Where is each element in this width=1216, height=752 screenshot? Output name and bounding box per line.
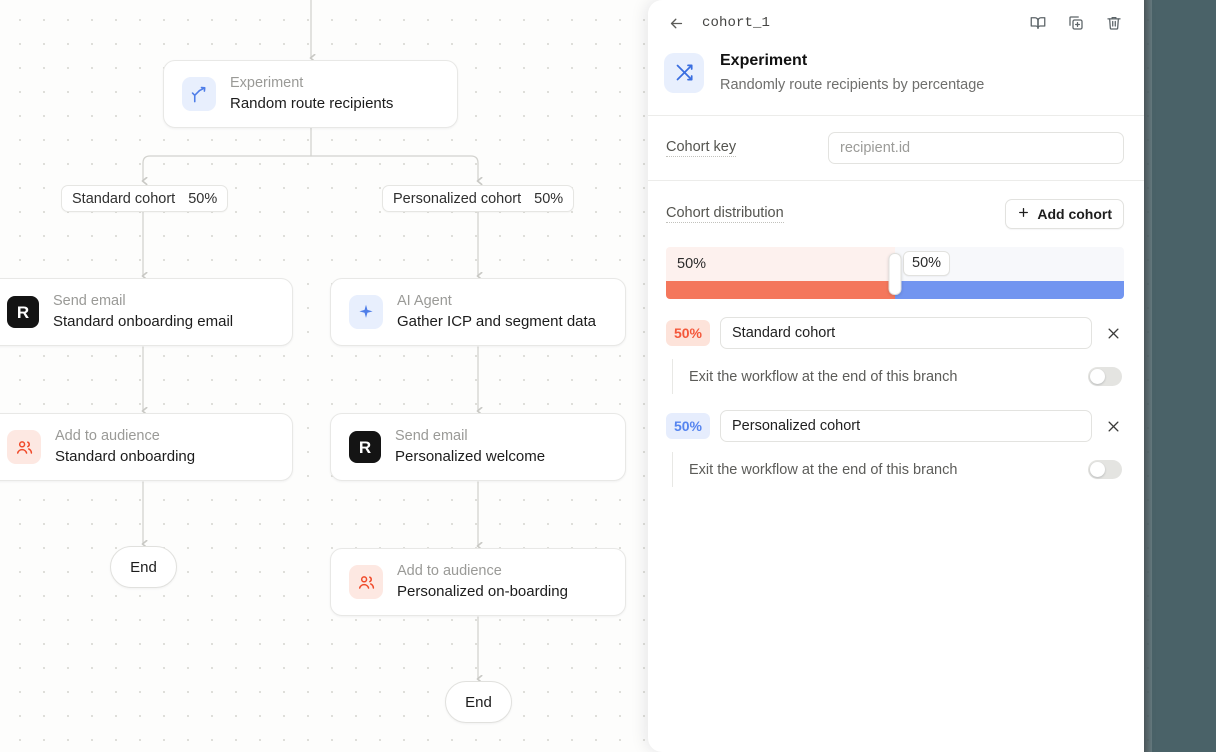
divider [648, 115, 1144, 116]
node-name: Personalized on-boarding [397, 583, 568, 600]
toggle-knob [1090, 369, 1105, 384]
resend-r-icon: R [349, 431, 381, 463]
cohort-percent-badge[interactable]: 50% [666, 320, 710, 346]
cohort-exit-toggle[interactable] [1088, 460, 1122, 479]
node-end-left[interactable]: End [110, 546, 177, 588]
close-icon[interactable] [1102, 322, 1124, 344]
branch-icon [182, 77, 216, 111]
node-kind: Experiment [230, 75, 304, 91]
cohort-key-input[interactable] [828, 132, 1124, 164]
distribution-slider-handle[interactable] [888, 253, 902, 295]
cohort-name-input[interactable] [720, 317, 1092, 349]
audience-icon [349, 565, 383, 599]
node-kind: Send email [395, 428, 468, 444]
cohort-exit-toggle[interactable] [1088, 367, 1122, 386]
plus-icon [1017, 206, 1030, 222]
distribution-header: Cohort distribution Add cohort [666, 199, 1124, 229]
node-name: Standard onboarding [55, 448, 196, 465]
workflow-edges [0, 0, 1152, 752]
cohort-exit-label: Exit the workflow at the end of this bra… [689, 461, 958, 478]
book-icon[interactable] [1026, 11, 1050, 35]
end-label: End [465, 693, 492, 711]
branch-chip-label: Standard cohort [72, 190, 176, 207]
add-cohort-button[interactable]: Add cohort [1005, 199, 1124, 229]
panel-shadow-edge [1144, 0, 1152, 752]
branch-chip-personalized[interactable]: Personalized cohort 50% [382, 185, 575, 212]
cohort-row: 50% [666, 317, 1124, 349]
node-add-audience-personalized[interactable]: Add to audience Personalized on-boarding [330, 548, 626, 616]
node-name: Standard onboarding email [53, 313, 234, 330]
node-end-right[interactable]: End [445, 681, 512, 723]
inspector-panel: cohort_1 [648, 0, 1144, 752]
cohort-exit-row: Exit the workflow at the end of this bra… [672, 359, 1124, 394]
panel-title: cohort_1 [702, 15, 771, 31]
node-kind: Add to audience [397, 563, 502, 579]
close-icon[interactable] [1102, 415, 1124, 437]
cohort-name-input[interactable] [720, 410, 1092, 442]
distribution-track: 50% 50% [666, 247, 1124, 299]
node-ai-agent[interactable]: AI Agent Gather ICP and segment data [330, 278, 626, 346]
divider [648, 180, 1144, 181]
distribution-segment-1: 50% [895, 247, 1124, 299]
cohort-key-row: Cohort key [648, 116, 1144, 180]
arrow-left-icon[interactable] [664, 11, 688, 35]
branch-icon [664, 52, 704, 93]
branch-chip-percent: 50% [534, 190, 564, 207]
panel-node-header: Experiment Randomly route recipients by … [648, 46, 1144, 115]
branch-chip-label: Personalized cohort [393, 190, 522, 207]
node-name: Random route recipients [230, 95, 394, 112]
node-name: Gather ICP and segment data [397, 313, 597, 330]
distribution-slider[interactable]: 50% 50% [666, 247, 1124, 299]
panel-header-actions [1026, 11, 1126, 35]
duplicate-icon[interactable] [1064, 11, 1088, 35]
spacer [666, 394, 1124, 410]
distribution-segment-0: 50% [666, 247, 895, 299]
panel-header: cohort_1 [648, 0, 1144, 46]
resend-r-icon: R [7, 296, 39, 328]
cohort-percent-badge[interactable]: 50% [666, 413, 710, 439]
cohort-item-0: 50% Exit the workflow at the end of this… [666, 317, 1124, 394]
cohort-item-1: 50% Exit the workflow at the end of this… [666, 410, 1124, 487]
cohort-exit-label: Exit the workflow at the end of this bra… [689, 368, 958, 385]
node-send-email-standard[interactable]: R Send email Standard onboarding email [0, 278, 293, 346]
node-experiment[interactable]: Experiment Random route recipients [163, 60, 458, 128]
distribution-segment-percent: 50% [903, 251, 951, 276]
add-cohort-label: Add cohort [1037, 206, 1112, 222]
sparkle-icon [349, 295, 383, 329]
trash-icon[interactable] [1102, 11, 1126, 35]
node-kind: Add to audience [55, 428, 160, 444]
panel-node-subtitle: Randomly route recipients by percentage [720, 77, 985, 93]
cohort-key-label: Cohort key [666, 139, 737, 157]
node-name: Personalized welcome [395, 448, 546, 465]
cohort-list: 50% Exit the workflow at the end of this… [648, 299, 1144, 487]
audience-icon [7, 430, 41, 464]
distribution-section: Cohort distribution Add cohort 50% [648, 181, 1144, 299]
toggle-knob [1090, 462, 1105, 477]
node-send-email-personalized[interactable]: R Send email Personalized welcome [330, 413, 626, 481]
distribution-label: Cohort distribution [666, 205, 784, 223]
branch-chip-standard[interactable]: Standard cohort 50% [61, 185, 229, 212]
cohort-exit-row: Exit the workflow at the end of this bra… [672, 452, 1124, 487]
node-kind: AI Agent [397, 293, 452, 309]
node-kind: Send email [53, 293, 126, 309]
end-label: End [130, 558, 157, 576]
distribution-segment-percent: 50% [677, 256, 707, 272]
cohort-row: 50% [666, 410, 1124, 442]
panel-node-title: Experiment [720, 52, 808, 69]
node-add-audience-standard[interactable]: Add to audience Standard onboarding [0, 413, 293, 481]
branch-chip-percent: 50% [188, 190, 218, 207]
